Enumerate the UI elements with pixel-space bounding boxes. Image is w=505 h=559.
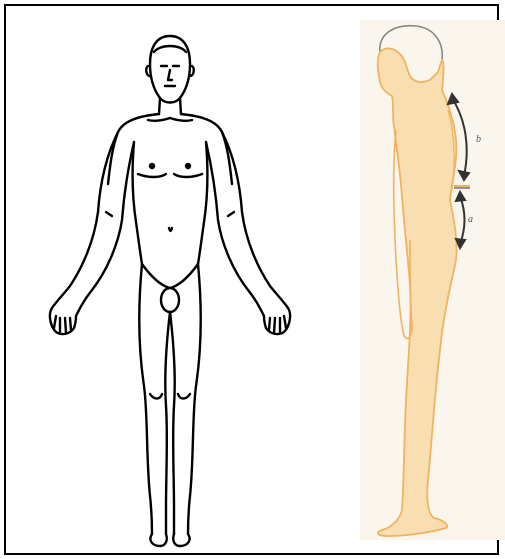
front-view-figure — [20, 16, 320, 551]
side-view-figure: b a — [360, 20, 505, 540]
arrow-label-b: b — [476, 134, 481, 145]
arrow-label-a: a — [468, 214, 473, 225]
anatomical-side-figure-icon: b a — [360, 20, 505, 540]
anatomical-front-figure-icon — [20, 16, 320, 551]
figure-frame: b a — [4, 4, 499, 555]
side-body-silhouette — [378, 48, 457, 536]
